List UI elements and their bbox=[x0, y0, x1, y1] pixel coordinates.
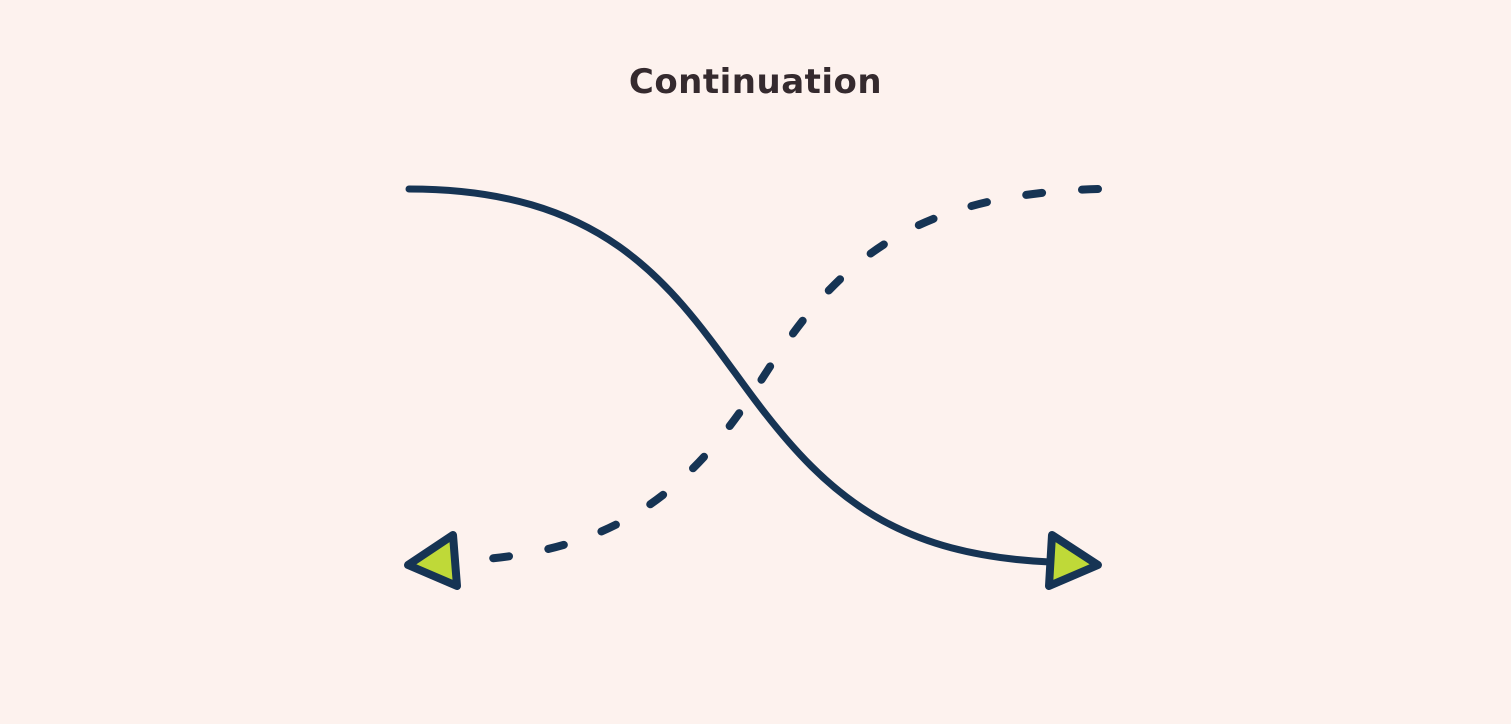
dashed-curve bbox=[451, 185, 1102, 565]
left-arrowhead-icon bbox=[404, 531, 461, 590]
right-arrowhead-icon bbox=[1045, 531, 1102, 590]
diagram-title: Continuation bbox=[628, 62, 883, 102]
solid-curve bbox=[405, 185, 1054, 566]
